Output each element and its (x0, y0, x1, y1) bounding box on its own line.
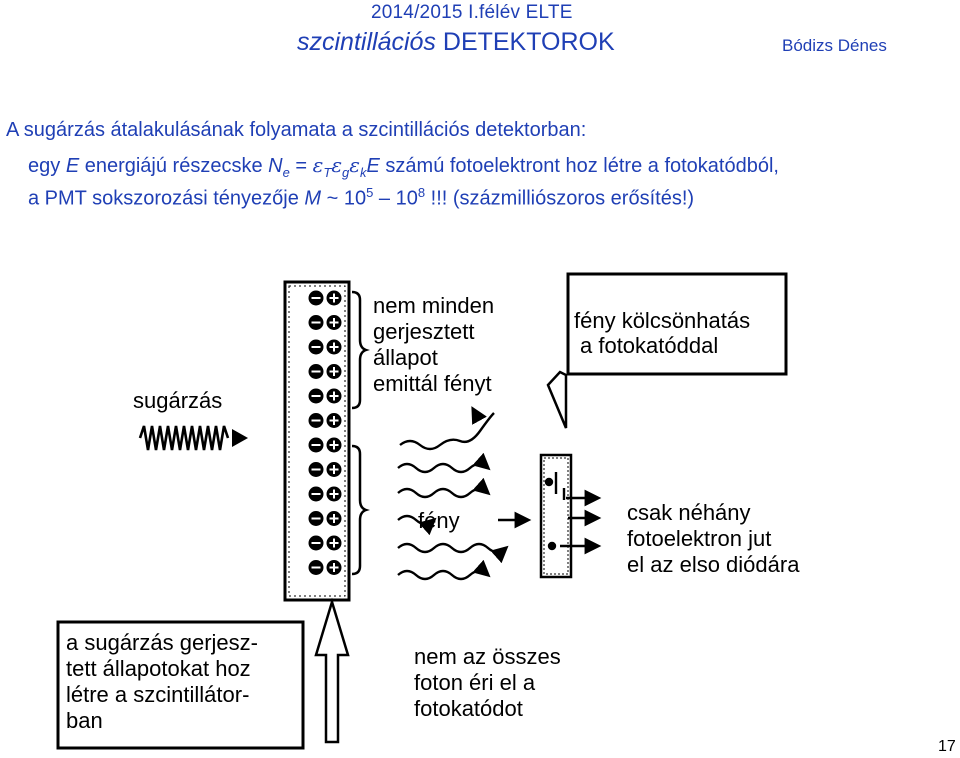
electron-track (554, 472, 566, 500)
radiation-arrow-head (232, 429, 248, 447)
formula-sub-3: k (360, 165, 367, 180)
interaction-line-1: fény kölcsönhatás (574, 308, 750, 333)
electron-dot (547, 541, 557, 551)
charge-sign (329, 563, 339, 572)
formula-n-sub: e (282, 165, 290, 180)
line3-prefix: a PMT sokszorozási tényezője (28, 187, 305, 210)
formula-eps-2: ε (331, 153, 343, 177)
charge-sign (329, 391, 339, 401)
brace-top (351, 290, 370, 410)
exp-1: 5 (366, 185, 374, 200)
charge-sign (329, 514, 339, 523)
energy-symbol: E (65, 155, 80, 177)
intro-line-1: A sugárzás átalakulásának folyamata a sz… (6, 119, 587, 141)
not-all-label: nem az összes foton éri el a fotokatódot (414, 644, 561, 721)
charge-pairs (308, 290, 342, 575)
interaction-line-2: a fotokatóddal (580, 333, 718, 358)
excitation-line-2: tett állapotokat hoz (66, 656, 251, 681)
excitation-pointer (314, 597, 350, 744)
formula-e: E (366, 155, 380, 177)
charge-sign (329, 293, 339, 303)
formula-eps-3: ε (349, 153, 361, 177)
excitation-line-3: létre a szcintillátor- (66, 682, 249, 707)
excitation-callout (56, 620, 305, 750)
not-all-line-2: foton éri el a (414, 670, 536, 695)
charge-sign (329, 367, 339, 376)
not-every-line-1: nem minden (373, 293, 494, 318)
formula-sub-1: T (323, 165, 332, 180)
few-electrons-line-3: el az elso diódára (627, 552, 800, 577)
intro-line-3: a PMT sokszorozási tényezője M ~ 105 – 1… (28, 185, 694, 211)
formula-eq: = (289, 155, 313, 177)
radiation-wave (138, 425, 230, 451)
photon-waves (397, 409, 532, 581)
not-every-line-2: gerjesztett (373, 319, 475, 344)
photon-6 (397, 559, 491, 581)
interaction-callout (566, 272, 788, 376)
charge-sign (329, 342, 339, 352)
gain-symbol: M (304, 187, 322, 210)
photon-1 (397, 452, 491, 474)
not-every-label: nem minden gerjesztett állapot emittál f… (373, 293, 494, 396)
title-rest: DETEKTOROK (435, 28, 615, 56)
page-title: szcintillációs DETEKTOROK (297, 28, 615, 57)
not-every-line-3: állapot (373, 345, 438, 370)
page-number: 17 (938, 738, 956, 755)
photon-5 (397, 542, 509, 564)
line2-mid: energiájú részecske (79, 155, 269, 177)
few-electrons-line-1: csak néhány (627, 500, 751, 525)
few-electrons-line-2: fotoelektron jut (627, 526, 771, 551)
radiation-label: sugárzás (133, 388, 222, 413)
charge-sign (329, 318, 339, 327)
line3-tilde: ~ 10 (321, 187, 367, 210)
few-electrons-label: csak néhány fotoelektron jut el az elso … (627, 500, 800, 577)
charge-sign (329, 465, 339, 474)
line2-prefix: egy (28, 155, 66, 177)
charge-sign (329, 440, 339, 450)
exp-2: 8 (417, 185, 426, 200)
light-label: fény (418, 508, 460, 533)
photoelectron-arrows (544, 472, 602, 555)
semester-label: 2014/2015 I.félév ELTE (371, 2, 573, 23)
interaction-pointer (546, 370, 568, 429)
electron-dot (544, 477, 554, 487)
photon-up (399, 409, 495, 451)
formula-eps-1: ε (312, 153, 324, 177)
intro-line-2: egy E energiájú részecske Ne = εTεgεkE s… (28, 153, 779, 180)
author-name: Bódizs Dénes (782, 36, 887, 55)
brace-bottom (351, 444, 370, 576)
not-all-line-1: nem az összes (414, 644, 561, 669)
title-italic: szcintillációs (297, 28, 436, 56)
excitation-line-1: a sugárzás gerjesz- (66, 630, 258, 655)
formula-sub-2: g (342, 165, 350, 180)
charge-sign (329, 489, 339, 499)
line2-suffix: számú fotoelektront hoz létre a fotokató… (379, 155, 779, 177)
photon-2 (397, 477, 491, 499)
charge-sign (329, 538, 339, 548)
not-all-line-3: fotokatódot (414, 696, 523, 721)
line3-suffix: !!! (százmilliószoros erősítés!) (425, 187, 695, 210)
excitation-line-4: ban (66, 708, 103, 733)
line3-dash: – 10 (373, 187, 418, 210)
not-every-line-4: emittál fényt (373, 371, 492, 396)
photon-3 (397, 514, 437, 536)
charge-sign (329, 416, 339, 425)
formula-n: N (268, 155, 283, 177)
